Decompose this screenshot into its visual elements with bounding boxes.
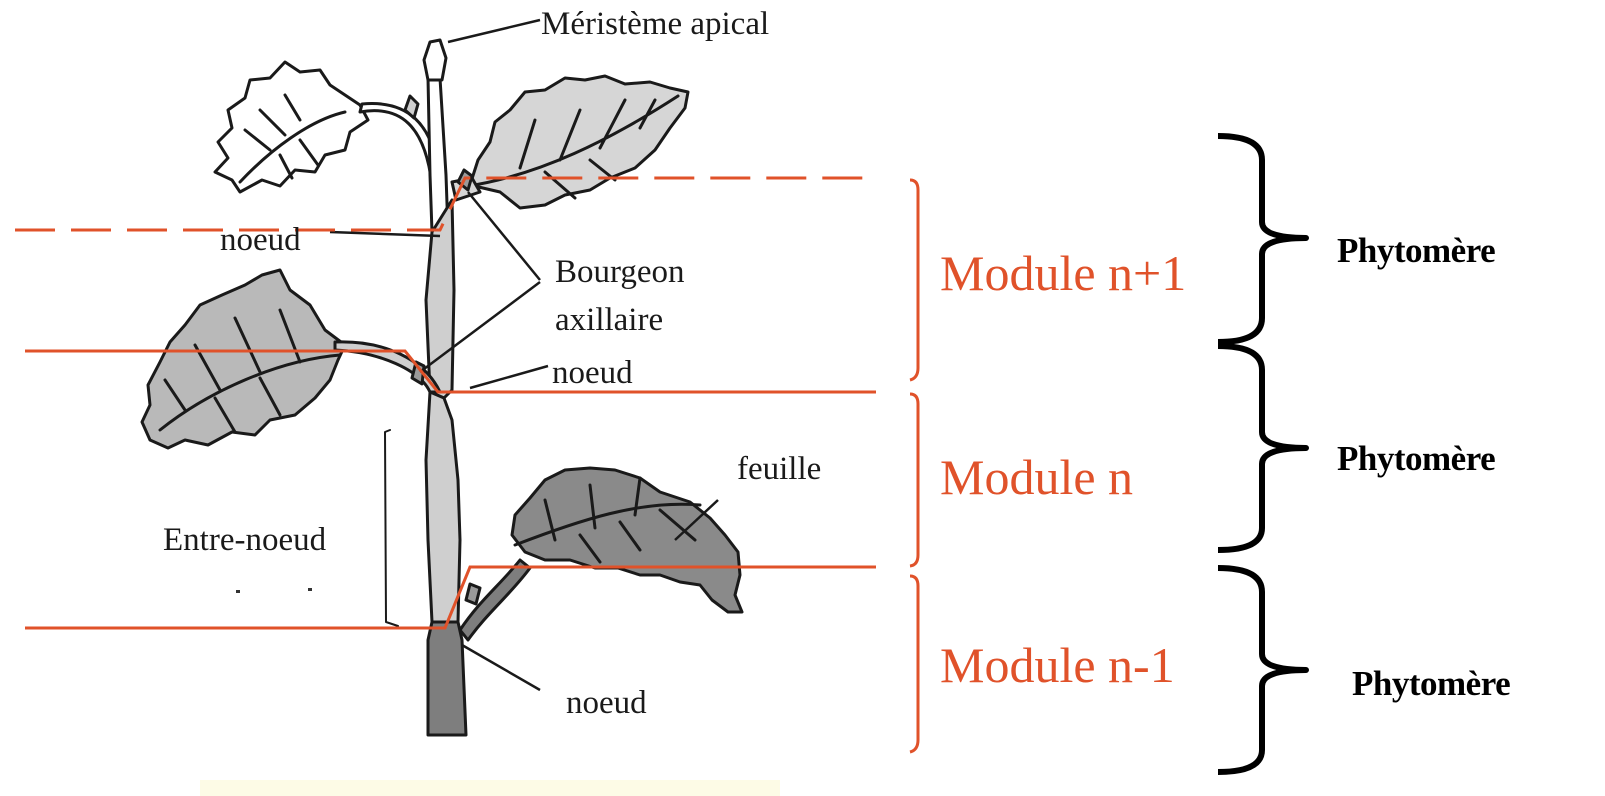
leaf-bottom-right [512, 468, 742, 612]
speck-2 [308, 588, 312, 591]
label-phytomere-3: Phytomère [1352, 664, 1510, 703]
leader-apical [448, 20, 540, 42]
plant-illustration [142, 40, 742, 735]
label-apical-meristem: Méristème apical [541, 6, 769, 42]
leader-noeud-mid [470, 366, 548, 388]
label-noeud-bottom: noeud [566, 685, 647, 721]
label-noeud-mid: noeud [552, 355, 633, 391]
label-noeud-top: noeud [220, 222, 301, 258]
label-module-n: Module n [940, 449, 1133, 505]
stem-base [428, 622, 466, 735]
bottom-highlight-band [200, 780, 780, 796]
phytomere-brace-1 [1218, 136, 1306, 342]
label-module-n-minus-1: Module n-1 [940, 637, 1175, 693]
axillary-bud-bottom [466, 584, 480, 604]
label-entre-noeud: Entre-noeud [163, 522, 327, 558]
speck-1 [236, 590, 240, 593]
label-bourgeon: Bourgeon [555, 254, 685, 290]
label-module-n-plus-1: Module n+1 [940, 245, 1186, 301]
leader-noeud-top [330, 232, 440, 236]
leader-noeud-bottom [462, 645, 540, 690]
internode-marker [385, 430, 398, 626]
leaf-upper-left [215, 62, 368, 192]
label-feuille: feuille [737, 451, 821, 487]
phytomere-braces [1218, 136, 1306, 772]
module-bracket-1 [910, 180, 918, 380]
module-bracket-2 [910, 394, 918, 566]
module-brackets [910, 180, 918, 752]
phytomere-brace-3 [1218, 568, 1306, 772]
label-axillaire: axillaire [555, 302, 663, 338]
label-phytomere-2: Phytomère [1337, 439, 1495, 478]
leaf-upper-right [470, 76, 688, 208]
module-bracket-3 [910, 576, 918, 752]
label-phytomere-1: Phytomère [1337, 231, 1495, 270]
stem-lower [426, 392, 460, 622]
phytomere-brace-2 [1218, 346, 1306, 550]
apical-meristem-bud [424, 40, 446, 80]
